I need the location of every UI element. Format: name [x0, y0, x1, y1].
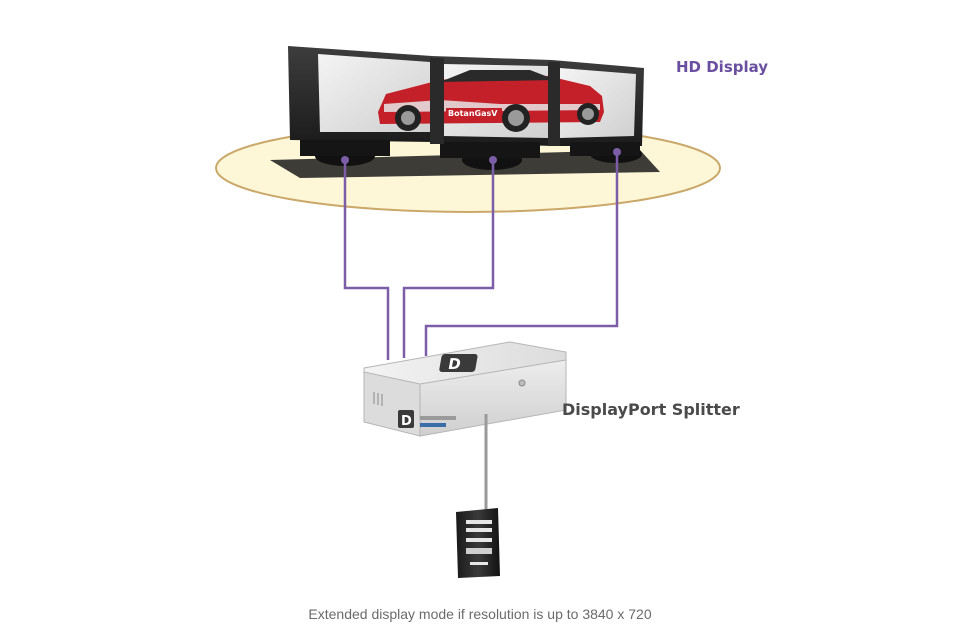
splitter-label: DisplayPort Splitter — [562, 400, 740, 419]
displayport-logo-icon: D — [439, 354, 478, 373]
desktop-computer-icon — [456, 508, 500, 578]
displayport-splitter: D D — [363, 341, 567, 437]
svg-text:D: D — [447, 355, 463, 373]
car-sponsor-text: BotanGasV — [448, 109, 498, 118]
power-led — [518, 379, 526, 387]
video-cables — [343, 152, 619, 360]
displayport-logo-icon: D — [398, 410, 456, 429]
cable-display-1 — [343, 160, 390, 360]
cable-display-2 — [402, 160, 495, 358]
hd-display: BotanGasV — [288, 46, 644, 170]
diagram-caption: Extended display mode if resolution is u… — [308, 606, 652, 622]
svg-text:D: D — [401, 414, 412, 429]
cable-display-3 — [424, 152, 619, 356]
hd-display-label: HD Display — [676, 58, 769, 76]
